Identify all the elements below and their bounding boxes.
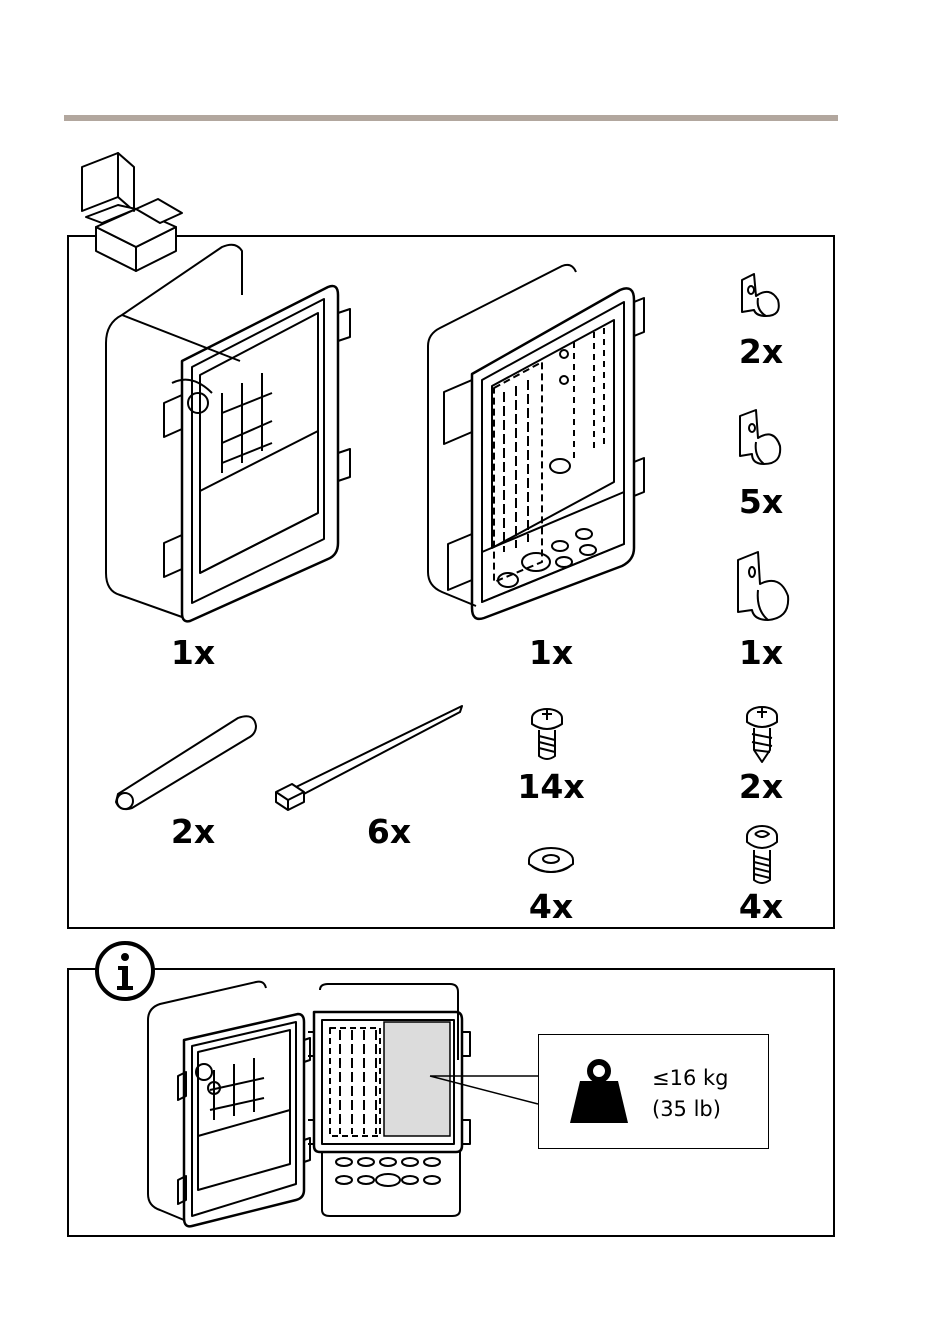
screw-short-icon: [528, 706, 566, 762]
cable-tie-quantity: 6x: [367, 815, 411, 848]
screw-short-quantity: 14x: [517, 770, 584, 803]
clamp-large-icon: [728, 550, 798, 626]
weight-icon: [570, 1057, 628, 1125]
screw-self-tapping-quantity: 2x: [739, 770, 783, 803]
washer-icon: [526, 844, 576, 878]
enclosure-large-quantity: 1x: [171, 636, 215, 669]
header-rule: [64, 115, 838, 121]
enclosure-with-cover-illustration: [102, 243, 360, 623]
weight-imperial: (35 lb): [652, 1094, 721, 1124]
rod-quantity: 2x: [171, 815, 215, 848]
enclosure-open-quantity: 1x: [529, 636, 573, 669]
screw-long-quantity: 4x: [739, 890, 783, 923]
clamp-small-icon: [730, 272, 790, 332]
clamp-medium-quantity: 5x: [739, 485, 783, 518]
clamp-small-quantity: 2x: [739, 335, 783, 368]
screw-long-icon: [743, 824, 781, 886]
weight-metric: ≤16 kg: [652, 1063, 728, 1093]
clamp-medium-icon: [730, 408, 790, 472]
washer-quantity: 4x: [529, 890, 573, 923]
enclosure-base-illustration: [424, 262, 650, 624]
screw-self-tapping-icon: [742, 704, 782, 764]
cable-tie-icon: [270, 702, 470, 812]
opened-enclosure-illustration: [144, 980, 484, 1230]
clamp-large-quantity: 1x: [739, 636, 783, 669]
rod-icon: [112, 712, 262, 812]
